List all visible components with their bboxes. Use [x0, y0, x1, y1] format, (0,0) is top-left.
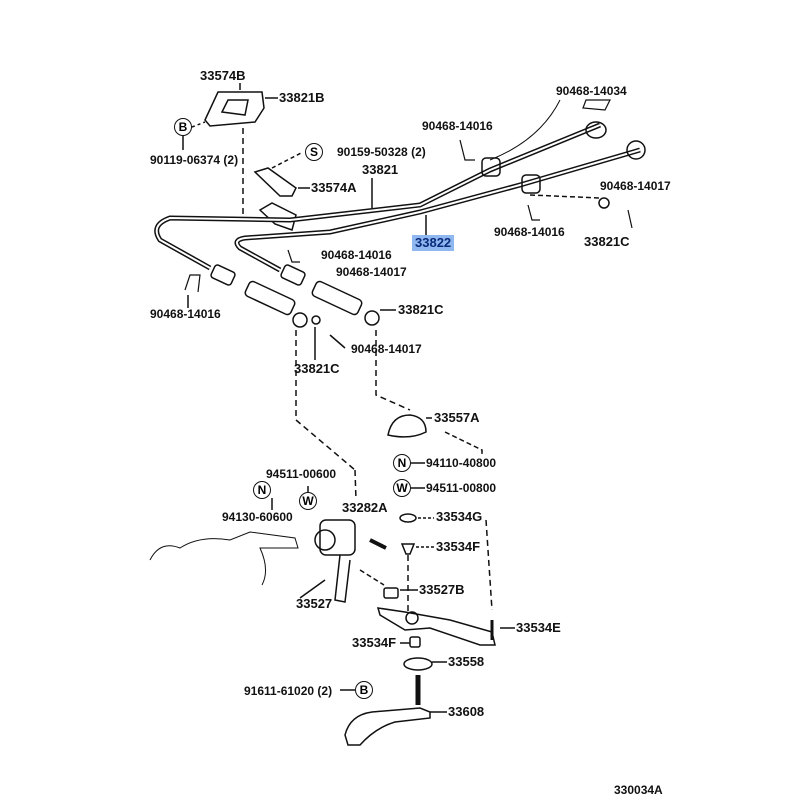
part-label[interactable]: 90468-14016 — [494, 225, 565, 239]
part-label[interactable]: 90468-14016 — [150, 307, 221, 321]
part-label[interactable]: 33558 — [448, 654, 485, 669]
part-label[interactable]: 33282A — [342, 500, 388, 515]
part-label[interactable]: 33608 — [448, 704, 485, 719]
part-label[interactable]: 33534E — [516, 620, 561, 635]
part-label[interactable]: 90119-06374 (2) — [150, 153, 239, 167]
shift-knob-33557a — [387, 414, 427, 438]
part-label[interactable]: 90468-14034 — [556, 84, 627, 98]
bolt-symbol-icon: B — [174, 118, 192, 136]
part-label[interactable]: 94511-00800 — [426, 481, 497, 495]
shift-lever-33534e — [376, 607, 496, 646]
part-label[interactable]: 91611-61020 (2) — [244, 684, 333, 698]
part-label[interactable]: 33821C — [294, 361, 340, 376]
clamp-lower — [258, 202, 297, 231]
part-label[interactable]: 33574B — [200, 68, 246, 83]
screw-symbol-icon: S — [305, 143, 323, 161]
part-label[interactable]: 94511-00600 — [266, 467, 337, 481]
part-label[interactable]: 90468-14017 — [336, 265, 407, 279]
part-label[interactable]: 90468-14017 — [351, 342, 422, 356]
part-label[interactable]: 33527B — [419, 582, 465, 597]
part-label[interactable]: 33534F — [352, 635, 397, 650]
part-label[interactable]: 33534F — [436, 539, 481, 554]
part-label[interactable]: 33557A — [434, 410, 480, 425]
washer-symbol-icon: W — [299, 492, 317, 510]
diagram-id: 330034A — [614, 783, 663, 797]
part-label[interactable]: 33574A — [311, 180, 357, 195]
part-label[interactable]: 33821C — [584, 234, 630, 249]
transmission-outline — [149, 531, 299, 586]
part-label[interactable]: 33534G — [436, 509, 483, 524]
part-label[interactable]: 33821B — [279, 90, 325, 105]
washer-symbol-icon: W — [393, 479, 411, 497]
cable-adjusters — [210, 264, 380, 328]
part-label[interactable]: 90468-14016 — [422, 119, 493, 133]
bracket-33574b — [204, 91, 265, 127]
part-label[interactable]: 90468-14017 — [600, 179, 671, 193]
part-label[interactable]: 33821 — [362, 162, 399, 177]
clamp-33574a — [253, 167, 297, 197]
part-label[interactable]: 90468-14016 — [321, 248, 392, 262]
part-label[interactable]: 90159-50328 (2) — [337, 145, 426, 159]
part-label-highlighted[interactable]: 33822 — [412, 235, 455, 251]
part-label[interactable]: 33821C — [398, 302, 444, 317]
part-label[interactable]: 33527 — [296, 596, 333, 611]
part-label[interactable]: 94110-40800 — [426, 456, 497, 470]
nut-symbol-icon: N — [393, 454, 411, 472]
part-label[interactable]: 94130-60600 — [222, 510, 293, 524]
shift-arm-33608 — [344, 707, 431, 746]
bolt-symbol-icon: B — [355, 681, 373, 699]
nut-symbol-icon: N — [253, 481, 271, 499]
